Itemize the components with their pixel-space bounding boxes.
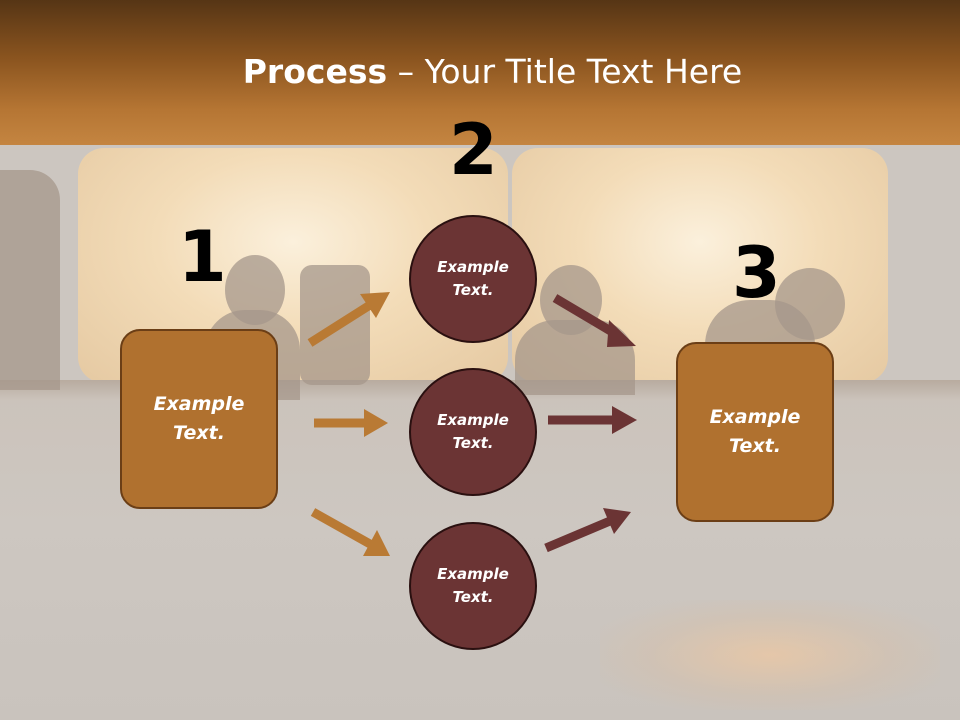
passenger-silhouette: [0, 170, 60, 390]
arrow-from-middle-circle: [548, 406, 637, 434]
arrow-to-bottom-circle: [310, 508, 390, 556]
arrow-from-bottom-circle: [544, 508, 631, 553]
slide-title: Process – Your Title Text Here: [0, 52, 960, 91]
title-band: [0, 0, 960, 145]
arrow-to-top-circle: [307, 292, 390, 347]
process-circle-bottom-label: Example Text.: [437, 565, 509, 606]
arrow-to-middle-circle: [314, 409, 388, 437]
process-circle-middle: Example Text.: [409, 368, 537, 496]
title-bold: Process: [242, 52, 388, 91]
step-number-2: 2: [449, 109, 498, 191]
step-number-1: 1: [178, 216, 227, 298]
floor-light-glow: [600, 600, 940, 710]
process-circle-top: Example Text.: [409, 215, 537, 343]
process-circle-bottom: Example Text.: [409, 522, 537, 650]
step-box-end: Example Text.: [676, 342, 834, 522]
step-number-3: 3: [732, 232, 781, 314]
process-circle-middle-label: Example Text.: [437, 411, 509, 452]
step-box-start-label: Example Text.: [153, 393, 245, 444]
process-circle-top-label: Example Text.: [437, 258, 509, 299]
step-box-end-label: Example Text.: [709, 406, 801, 457]
step-box-start: Example Text.: [120, 329, 278, 509]
arrow-from-top-circle: [552, 294, 636, 347]
title-rest: – Your Title Text Here: [387, 52, 743, 91]
